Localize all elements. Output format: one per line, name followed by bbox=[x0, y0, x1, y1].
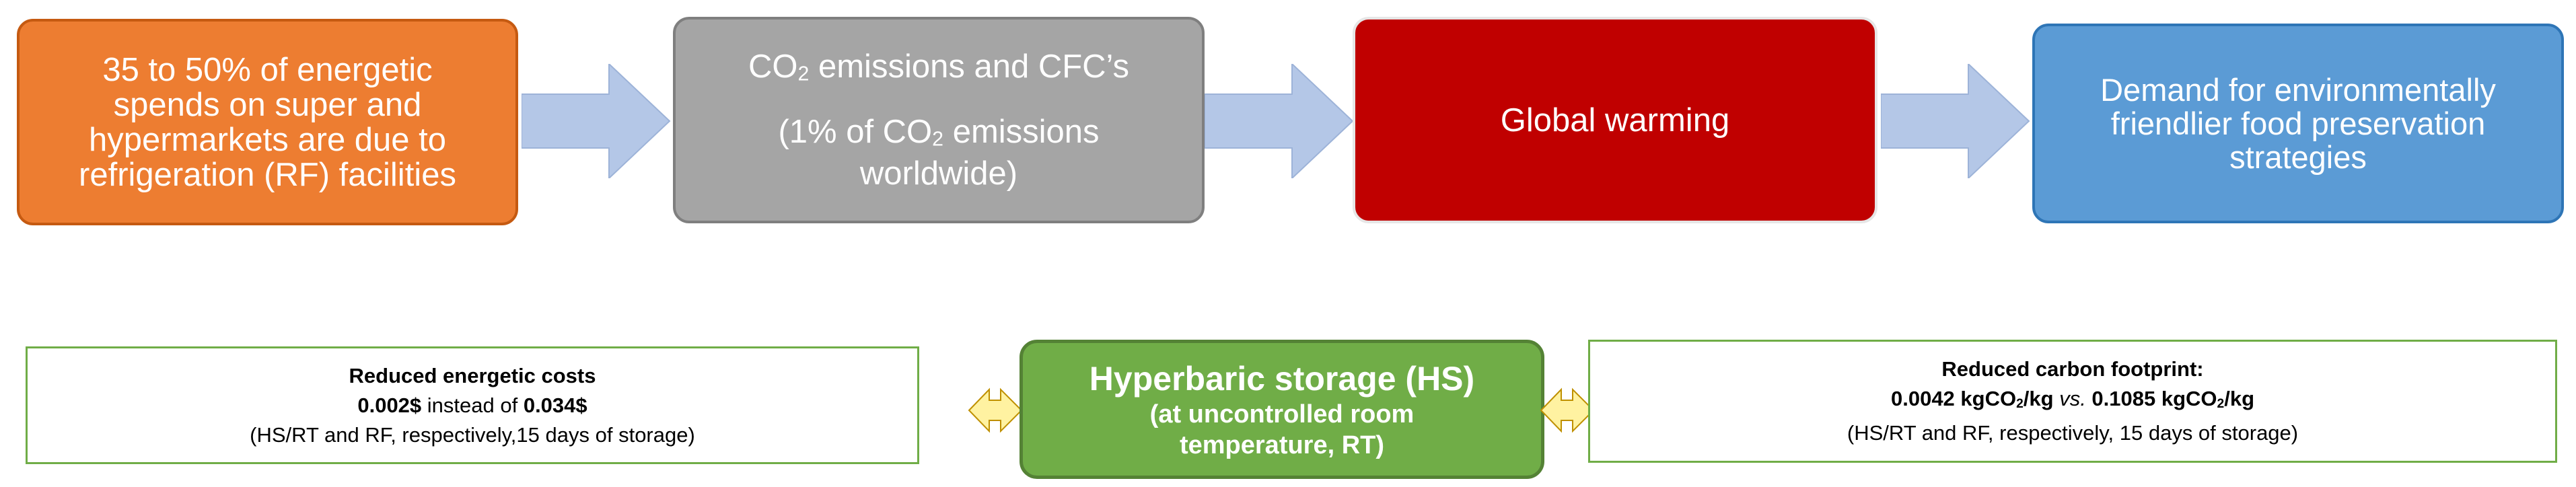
double-arrow-left bbox=[968, 387, 1023, 433]
demand-box: Demand for environmentally friendlier fo… bbox=[2032, 24, 2564, 223]
box2-line3: worldwide) bbox=[859, 155, 1018, 192]
box1-line2: spends on super and bbox=[113, 86, 422, 123]
flow-arrow-1 bbox=[522, 64, 671, 178]
box3-text: Global warming bbox=[1500, 102, 1730, 139]
energetic-costs-box: Reduced energetic costs 0.002$ instead o… bbox=[26, 346, 919, 464]
box2-line1: CO2 emissions and CFC’s bbox=[748, 48, 1130, 85]
box4-line1: Demand for environmentally bbox=[2100, 71, 2496, 108]
box4-line2: friendlier food preservation bbox=[2110, 105, 2486, 141]
hyperbaric-storage-line3: temperature, RT) bbox=[1179, 430, 1385, 459]
box1-line4: refrigeration (RF) facilities bbox=[79, 156, 456, 193]
carbon-footprint-box: Reduced carbon footprint: 0.0042 kgCO2/k… bbox=[1588, 340, 2557, 463]
emissions-box: CO2 emissions and CFC’s (1% of CO2 emiss… bbox=[673, 17, 1205, 223]
refrigeration-energy-box: 35 to 50% of energetic spends on super a… bbox=[17, 19, 518, 225]
flow-arrow-2 bbox=[1205, 64, 1354, 178]
hyperbaric-storage-line2: (at uncontrolled room bbox=[1149, 400, 1415, 428]
box1-line1: 35 to 50% of energetic bbox=[102, 51, 433, 88]
box1-line3: hypermarkets are due to bbox=[88, 121, 447, 158]
energetic-costs-values: 0.002$ instead of 0.034$ bbox=[357, 393, 587, 417]
global-warming-box: Global warming bbox=[1353, 17, 1877, 223]
carbon-footprint-heading: Reduced carbon footprint: bbox=[1941, 357, 2204, 381]
flow-arrow-3 bbox=[1881, 64, 2030, 178]
box2-line2: (1% of CO2 emissions bbox=[778, 113, 1100, 151]
hyperbaric-storage-box: Hyperbaric storage (HS) (at uncontrolled… bbox=[1019, 340, 1544, 479]
energetic-costs-heading: Reduced energetic costs bbox=[349, 363, 596, 387]
double-arrow-right bbox=[1540, 387, 1595, 433]
box4-line3: strategies bbox=[2229, 139, 2367, 175]
carbon-footprint-values: 0.0042 kgCO2/kg vs. 0.1085 kgCO2/kg bbox=[1890, 386, 2255, 411]
carbon-footprint-note: (HS/RT and RF, respectively, 15 days of … bbox=[1847, 421, 2299, 445]
hyperbaric-storage-title: Hyperbaric storage (HS) bbox=[1089, 359, 1475, 398]
energetic-costs-note: (HS/RT and RF, respectively,15 days of s… bbox=[250, 422, 695, 447]
